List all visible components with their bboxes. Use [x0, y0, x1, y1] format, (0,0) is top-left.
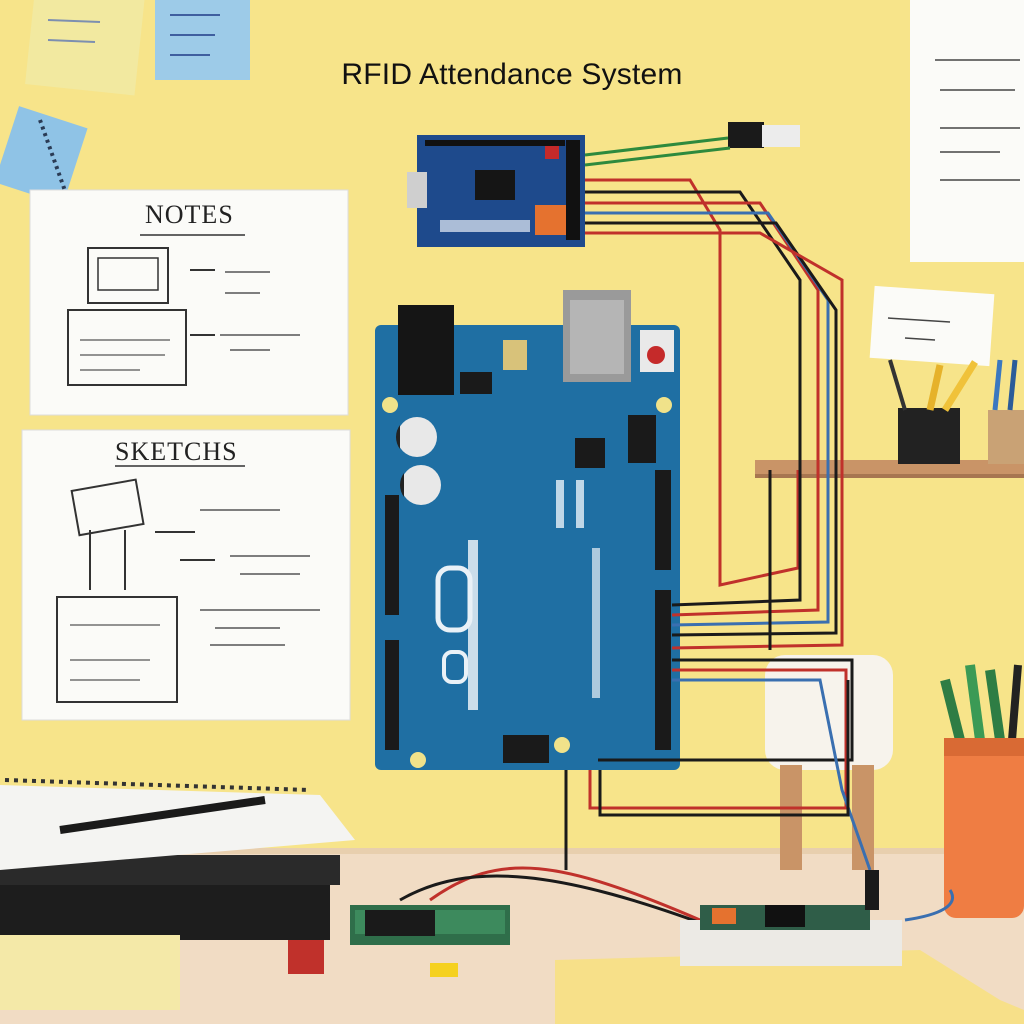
small-paper	[869, 285, 995, 367]
breadboard-icon	[288, 905, 510, 977]
usb-connector-icon	[728, 122, 800, 148]
arduino-board-icon	[375, 290, 680, 770]
page-title: RFID Attendance System	[341, 58, 683, 91]
list-paper	[910, 0, 1024, 262]
sticky-note-blue-small	[0, 106, 88, 206]
sticky-note-yellow	[25, 0, 145, 96]
jumper-wires	[399, 136, 954, 932]
sketches-heading: SKETCHS	[115, 437, 238, 466]
sticky-note-blue	[155, 0, 250, 80]
sketches-paper	[21, 429, 351, 721]
notes-paper	[29, 189, 349, 416]
pencil-cup-icon	[940, 664, 1024, 918]
notes-heading: NOTES	[145, 200, 234, 229]
notebook-stack-icon	[0, 778, 355, 1010]
lamp	[765, 655, 893, 870]
rfid-tag-module	[555, 870, 1024, 1024]
rfid-reader-module-icon	[407, 135, 585, 247]
wall-shelf	[755, 359, 1024, 478]
